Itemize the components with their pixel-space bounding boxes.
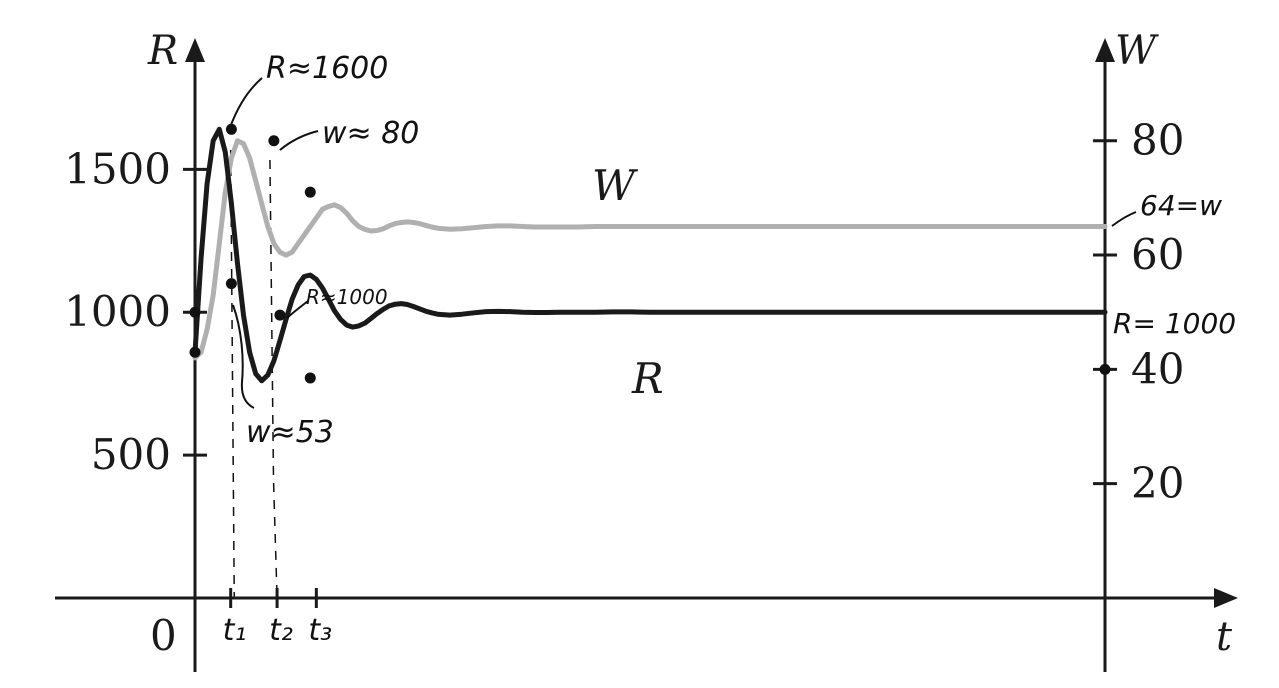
series-line-r [192, 126, 1108, 384]
annotation-w-peak: w≈ 80 [322, 116, 419, 151]
left-tick-label: 500 [91, 430, 171, 479]
left-axis-ticks: 500 1000 1500 [64, 144, 207, 479]
marked-point [304, 372, 316, 384]
r-mid-leader [286, 300, 309, 319]
marked-point [225, 123, 237, 135]
right-tick-label: 40 [1131, 344, 1184, 393]
x-axis-ticks: t₁ t₂ t₃ [223, 588, 332, 648]
origin-label: 0 [150, 611, 177, 660]
annotation-w-mid: w≈53 [246, 415, 334, 450]
x-axis-title: t [1216, 614, 1233, 660]
series-line-w [192, 138, 1108, 361]
x-tick-label: t₁ [223, 613, 247, 648]
annotation-r-eq: R= 1000 [1113, 307, 1236, 340]
series-label-w: W [592, 161, 639, 210]
w-mid-leader [232, 304, 255, 409]
right-axis-arrow [1095, 38, 1115, 62]
left-tick-label: 1000 [64, 287, 171, 336]
right-tick-label: 80 [1131, 116, 1184, 165]
annotation-w-eq: 64=w [1140, 189, 1222, 222]
left-axis-arrow [185, 38, 205, 62]
annotation-r-mid: R≈1000 [306, 285, 388, 309]
series-label-r: R [631, 354, 664, 403]
right-axis-ticks: 20 40 60 80 [1093, 116, 1184, 508]
right-tick-label: 20 [1131, 459, 1184, 508]
marked-point [274, 309, 286, 321]
x-axis-arrow [1214, 588, 1238, 608]
guide-dash [269, 159, 278, 599]
x-tick-label: t₂ [269, 613, 293, 648]
marked-point [268, 135, 280, 147]
marked-point [189, 346, 201, 358]
marked-point [304, 186, 316, 198]
annotation-r-peak: R≈1600 [266, 51, 388, 86]
marked-point [1099, 363, 1111, 375]
marked-point [189, 306, 201, 318]
marked-point [225, 278, 237, 290]
x-tick-label: t₃ [308, 613, 332, 648]
left-tick-label: 1500 [64, 144, 171, 193]
right-axis-title: W [1115, 28, 1159, 74]
w-peak-leader [279, 130, 319, 151]
w-eq-leader [1111, 211, 1137, 227]
right-tick-label: 60 [1131, 230, 1184, 279]
left-axis-title: R [147, 28, 178, 74]
marked-points [189, 123, 1111, 384]
